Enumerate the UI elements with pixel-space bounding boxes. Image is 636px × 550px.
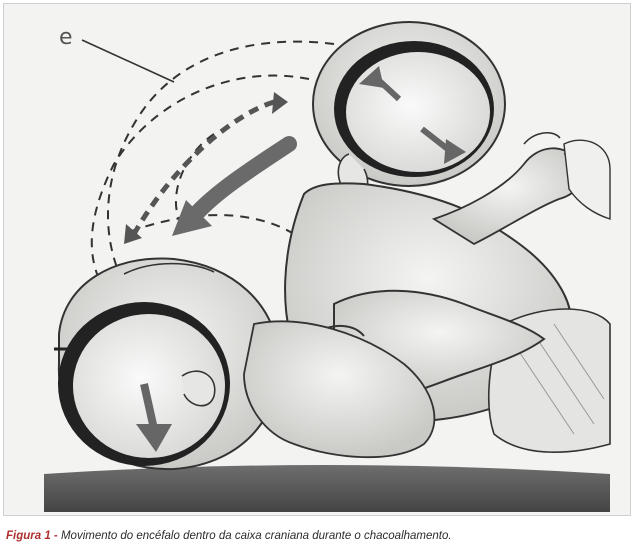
- solid-motion-arrow: [172, 136, 297, 236]
- brain-arrow-lower: [136, 424, 172, 452]
- lowered-body: [243, 320, 436, 459]
- dashed-motion-trails: [90, 40, 335, 285]
- mattress: [44, 465, 610, 512]
- caption-text: Movimento do encéfalo dentro da caixa cr…: [60, 530, 452, 542]
- shaken-baby-illustration: e: [4, 4, 630, 515]
- dashed-double-arrow: [124, 92, 288, 244]
- raised-head: [312, 21, 506, 198]
- lowered-head: [54, 257, 281, 471]
- annotation-leader-line: [81, 39, 175, 83]
- annotation-letter: e: [59, 25, 73, 50]
- figure-frame: e: [3, 3, 631, 516]
- adult-sleeve: [563, 139, 611, 220]
- caption-label: Figura 1 -: [6, 530, 58, 542]
- figure-caption: Figura 1 - Movimento do encéfalo dentro …: [6, 530, 452, 542]
